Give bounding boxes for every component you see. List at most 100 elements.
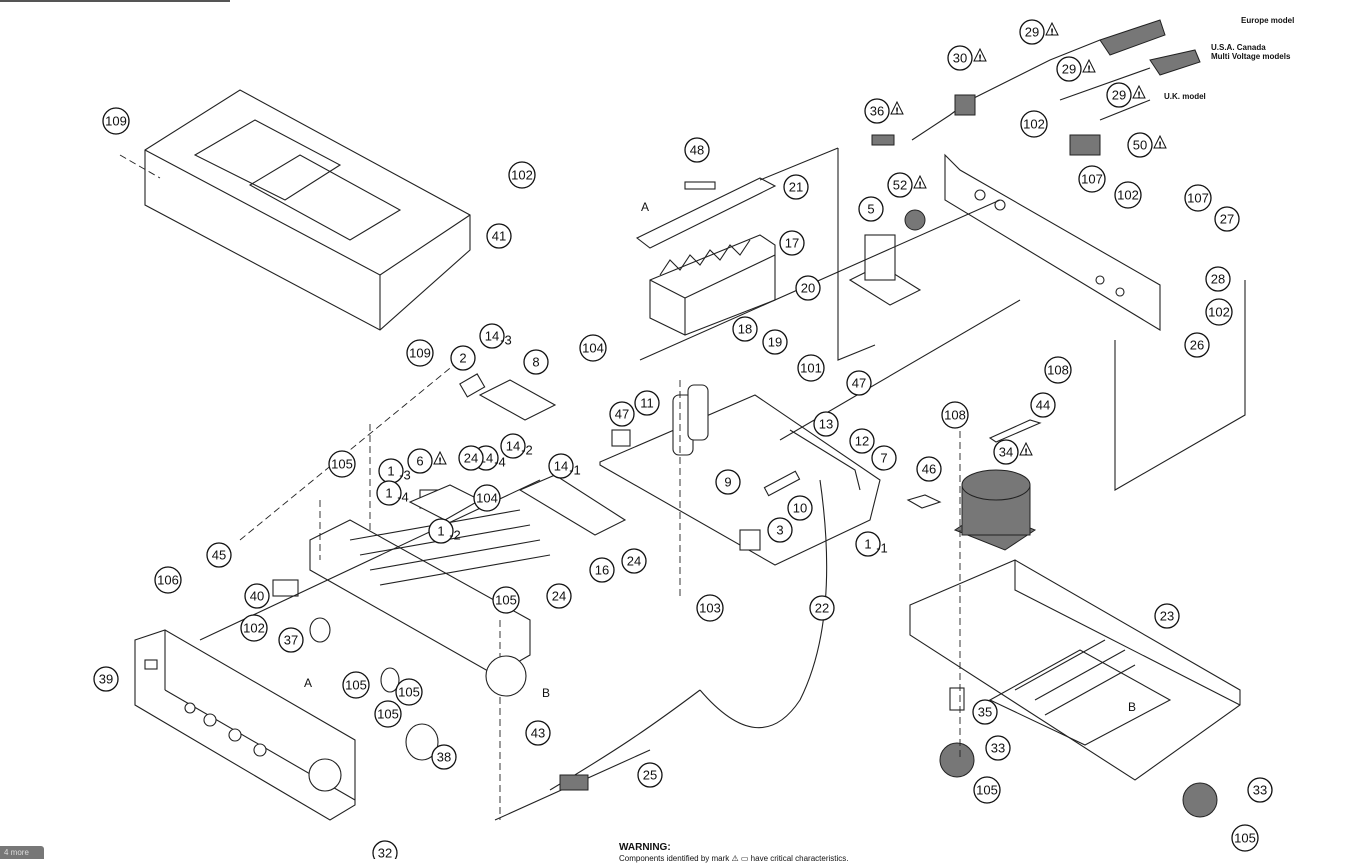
svg-text:!: !: [978, 54, 982, 64]
callout-circle: [973, 776, 1001, 804]
callout-circle: [431, 744, 457, 770]
callout-part-9: 9: [715, 469, 741, 495]
callout-circle: [858, 196, 884, 222]
callout-circle: [206, 542, 232, 568]
callout-part-109: 109: [102, 107, 130, 135]
callout-number: 40: [250, 589, 264, 604]
callout-number: 46: [922, 462, 936, 477]
callout-number: 11: [640, 396, 654, 411]
callout-number: 102: [1208, 305, 1230, 320]
callout-circle: [372, 840, 398, 859]
callout-part-108: 108: [1044, 356, 1072, 384]
callout-part-21: 21: [783, 174, 809, 200]
callout-part-22: 22: [809, 595, 835, 621]
callout-circle: [278, 627, 304, 653]
callout-number: 108: [944, 408, 966, 423]
callout-part-19: 19: [762, 329, 788, 355]
callout-part-5: 5: [858, 196, 884, 222]
callout-number: 1: [864, 537, 871, 552]
callout-circle: [1078, 165, 1106, 193]
callout-number: 22: [815, 601, 829, 616]
callout-number: 109: [409, 346, 431, 361]
callout-number: 38: [437, 750, 451, 765]
callout-part-102: 102: [508, 161, 536, 189]
callout-circle: [500, 433, 526, 459]
callout-number: 19: [768, 335, 782, 350]
callout-number: 102: [1117, 188, 1139, 203]
callout-part-23: 23: [1154, 603, 1180, 629]
callout-part-29: 29!: [1056, 56, 1096, 82]
callout-circle: [916, 456, 942, 482]
callout-part-7: 7: [871, 445, 897, 471]
callout-layer: 1091091024148211720181910130!29!29!29!36…: [93, 19, 1273, 859]
callout-circle: [1056, 56, 1082, 82]
callout-number: 28: [1211, 272, 1225, 287]
safety-warning-icon: !: [433, 450, 447, 467]
callout-circle: [407, 448, 433, 474]
callout-circle: [634, 390, 660, 416]
callout-circle: [93, 666, 119, 692]
power-transformer: [906, 419, 1218, 818]
callout-number: 2: [459, 351, 466, 366]
callout-circle: [972, 699, 998, 725]
svg-text:!: !: [1050, 28, 1054, 38]
callout-number: 14: [485, 329, 499, 344]
callout-part-30: 30!: [947, 45, 987, 71]
callout-circle: [809, 595, 835, 621]
callout-circle: [1154, 603, 1180, 629]
callout-number: 105: [976, 783, 998, 798]
callout-part-1-2: 1-2: [428, 518, 461, 544]
callout-number: 105: [377, 707, 399, 722]
callout-circle: [546, 583, 572, 609]
callout-number: 10: [793, 501, 807, 516]
callout-part-26: 26: [1184, 332, 1210, 358]
callout-number: 35: [978, 705, 992, 720]
callout-circle: [458, 445, 484, 471]
callout-circle: [846, 370, 872, 396]
callout-number: 105: [1234, 831, 1256, 846]
callout-number: 8: [532, 355, 539, 370]
callout-circle: [887, 172, 913, 198]
callout-circle: [947, 45, 973, 71]
callout-part-3: 3: [767, 517, 793, 543]
callout-part-102: 102: [240, 614, 268, 642]
more-pages-tab[interactable]: 4 more: [0, 846, 44, 859]
callout-circle: [993, 439, 1019, 465]
callout-number: 105: [495, 593, 517, 608]
callout-part-18: 18: [732, 316, 758, 342]
callout-circle: [473, 484, 501, 512]
callout-suffix: -1: [876, 541, 888, 556]
callout-suffix: -4: [494, 455, 506, 470]
callout-part-105: 105: [374, 700, 402, 728]
callout-part-24: 24: [546, 583, 572, 609]
callout-circle: [1205, 298, 1233, 326]
callout-number: 43: [531, 726, 545, 741]
callout-number: 107: [1187, 191, 1209, 206]
callout-number: 102: [511, 168, 533, 183]
callout-number: 1: [387, 464, 394, 479]
callout-part-10: 10: [787, 495, 813, 521]
section-marker-a: A: [304, 676, 313, 690]
callout-part-12: 12: [849, 428, 875, 454]
callout-number: 48: [690, 143, 704, 158]
callout-part-25: 25: [637, 762, 663, 788]
callout-circle: [1044, 356, 1072, 384]
callout-number: 101: [800, 361, 822, 376]
callout-number: 34: [999, 445, 1013, 460]
callout-number: 13: [819, 417, 833, 432]
callout-number: 33: [991, 741, 1005, 756]
callout-part-104: 104: [473, 484, 501, 512]
callout-part-29: 29!: [1019, 19, 1059, 45]
callout-circle: [492, 586, 520, 614]
top-cover: [119, 89, 471, 331]
callout-part-1-1: 1 -1: [855, 531, 888, 557]
callout-circle: [486, 223, 512, 249]
callout-number: 36: [870, 104, 884, 119]
power-cord: [549, 19, 1201, 791]
callout-number: 50: [1133, 138, 1147, 153]
callout-part-44: 44: [1030, 392, 1056, 418]
callout-circle: [244, 583, 270, 609]
callout-number: 102: [243, 621, 265, 636]
callout-number: 104: [582, 341, 604, 356]
callout-circle: [762, 329, 788, 355]
